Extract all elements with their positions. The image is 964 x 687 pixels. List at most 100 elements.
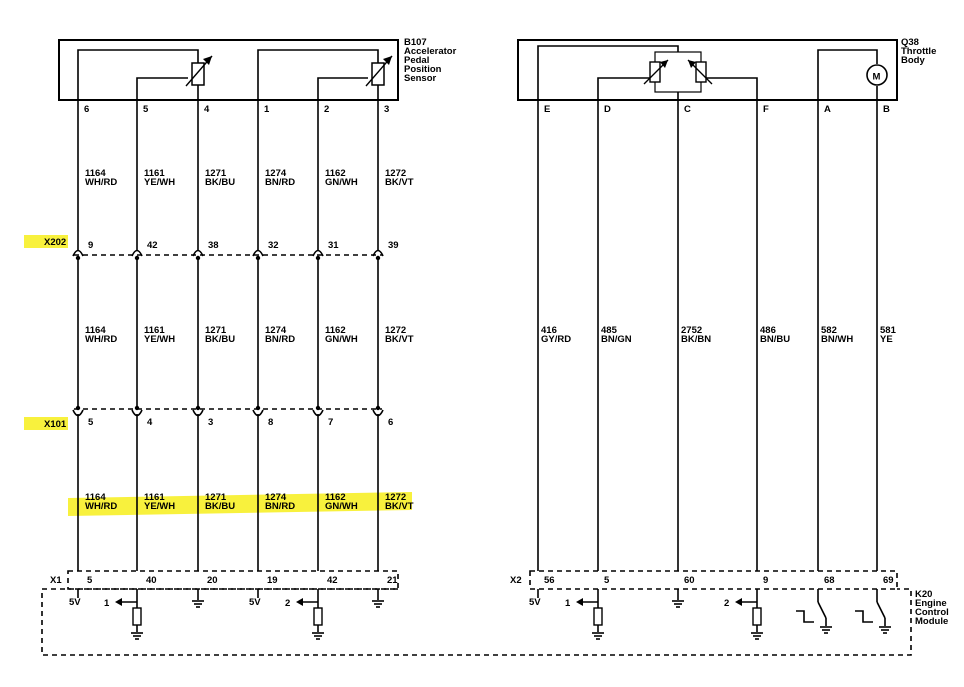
x202-pin-0: 9 (88, 240, 93, 251)
x1-pin-0: 5 (87, 575, 93, 586)
left-circuit-0-4: 1162 (325, 168, 346, 179)
right-circuit-3: 486 (760, 325, 776, 336)
ecm-aps-signal-2-ground-icon (312, 632, 324, 640)
x1-pin-1: 40 (146, 575, 157, 586)
b107-pin-5: 3 (384, 104, 389, 115)
b107-pin-4: 2 (324, 104, 329, 115)
left-color-2-3: BN/RD (265, 501, 295, 512)
svg-text:2: 2 (724, 598, 729, 609)
x101-pin-0: 5 (88, 417, 94, 428)
x101-terminal-2 (192, 405, 204, 417)
b107-sensor-box (58, 39, 399, 101)
x101-highlight (24, 417, 68, 430)
x202-terminal-3 (252, 249, 264, 261)
x2-pin-2: 60 (684, 575, 695, 586)
q38-tps-2-icon (687, 59, 713, 85)
x1-pin-4: 42 (327, 575, 338, 586)
q38-tps-1-icon (643, 59, 669, 85)
x202-pin-1: 42 (147, 240, 158, 251)
b107-pin-0: 6 (84, 104, 89, 115)
k20-label-line-0: K20 (915, 589, 932, 600)
q38-label-line-1: Throttle (901, 46, 936, 57)
b107-pin-3: 1 (264, 104, 270, 115)
x202-pin-4: 31 (328, 240, 339, 251)
left-circuit-2-4: 1162 (325, 492, 346, 503)
right-wires (537, 100, 878, 571)
left-color-1-0: WH/RD (85, 334, 117, 345)
b107-label-line-2: Pedal (404, 55, 429, 66)
right-wire-labels: 416GY/RD485BN/GN2752BK/BN486BN/BU582BN/W… (541, 325, 897, 345)
x202-highlight (24, 235, 68, 248)
ecm-tps-signal-2-ground-icon (751, 632, 763, 640)
x2-label: X2 (510, 575, 522, 586)
right-color-5: YE (880, 334, 893, 345)
q38-pin-3: F (763, 104, 769, 115)
b107-internal-wiring-a (77, 49, 199, 100)
ecm-tps-signal-2: 2 (724, 589, 762, 632)
left-circuit-0-0: 1164 (85, 168, 106, 179)
q38-pin-5: B (883, 104, 890, 115)
left-color-0-4: GN/WH (325, 177, 358, 188)
x101-terminal-5 (372, 405, 384, 417)
ecm-tps-5v-ref-label: 5V (529, 597, 541, 608)
svg-text:1: 1 (565, 598, 571, 609)
svg-text:1: 1 (104, 598, 110, 609)
ecm-5v-ref-1-label: 5V (69, 597, 81, 608)
svg-text:2: 2 (285, 598, 290, 609)
left-wire-labels: 1164WH/RD1164WH/RD1164WH/RD1161YE/WH1161… (85, 168, 414, 512)
x202-label: X202 (44, 237, 66, 248)
left-color-2-1: YE/WH (144, 501, 175, 512)
left-color-2-5: BK/VT (385, 501, 414, 512)
left-color-0-1: YE/WH (144, 177, 175, 188)
x202-terminal-0 (72, 249, 84, 261)
q38-label-line-2: Body (901, 55, 925, 66)
ecm-tps-signal-1: 1 (565, 589, 603, 632)
left-color-1-2: BK/BU (205, 334, 235, 345)
x202-pin-2: 38 (208, 240, 219, 251)
left-circuit-2-5: 1272 (385, 492, 406, 503)
x2-pin-0: 56 (544, 575, 555, 586)
left-color-0-5: BK/VT (385, 177, 414, 188)
x101-pin-2: 3 (208, 417, 213, 428)
k20-ecm-outline (41, 588, 912, 656)
x1-pin-3: 19 (267, 575, 278, 586)
left-circuit-1-5: 1272 (385, 325, 406, 336)
x2-pin-3: 9 (763, 575, 768, 586)
b107-label-line-3: Position (404, 64, 442, 75)
left-color-2-4: GN/WH (325, 501, 358, 512)
left-circuit-0-2: 1271 (205, 168, 227, 179)
ecm-motor-driver-b (855, 589, 886, 626)
x202-terminal-4 (312, 249, 324, 261)
motor-symbol: M (873, 72, 881, 83)
k20-label-line-2: Control (915, 607, 949, 618)
ecm-motor-driver-b-ground-icon (879, 626, 891, 634)
x1-pin-5: 21 (387, 575, 398, 586)
throttle-motor-icon: M (866, 64, 888, 86)
right-color-2: BK/BN (681, 334, 711, 345)
b107-label-line-0: B107 (404, 37, 427, 48)
x101-pin-5: 6 (388, 417, 393, 428)
x2-connector-outline (529, 570, 898, 590)
left-circuit-1-1: 1161 (144, 325, 165, 336)
q38-motor-wiring (817, 49, 878, 100)
b107-internal-wiring-b (257, 49, 379, 100)
ecm-aps-signal-1-ground-icon (131, 632, 143, 640)
q38-tps-frame (654, 51, 702, 93)
left-color-1-1: YE/WH (144, 334, 175, 345)
x101-pin-1: 4 (147, 417, 153, 428)
right-color-1: BN/GN (601, 334, 632, 345)
x202-pin-3: 32 (268, 240, 279, 251)
lower-wire-label-highlight (68, 492, 412, 516)
q38-pin-2: C (684, 104, 691, 115)
ecm-tps-signal-1-ground-icon (592, 632, 604, 640)
q38-label-line-0: Q38 (901, 37, 919, 48)
b107-pot-1-icon (185, 55, 213, 87)
left-circuit-1-0: 1164 (85, 325, 106, 336)
left-circuit-2-2: 1271 (205, 492, 227, 503)
ecm-aps-low-ref-2-icon (372, 600, 384, 608)
left-color-0-0: WH/RD (85, 177, 117, 188)
